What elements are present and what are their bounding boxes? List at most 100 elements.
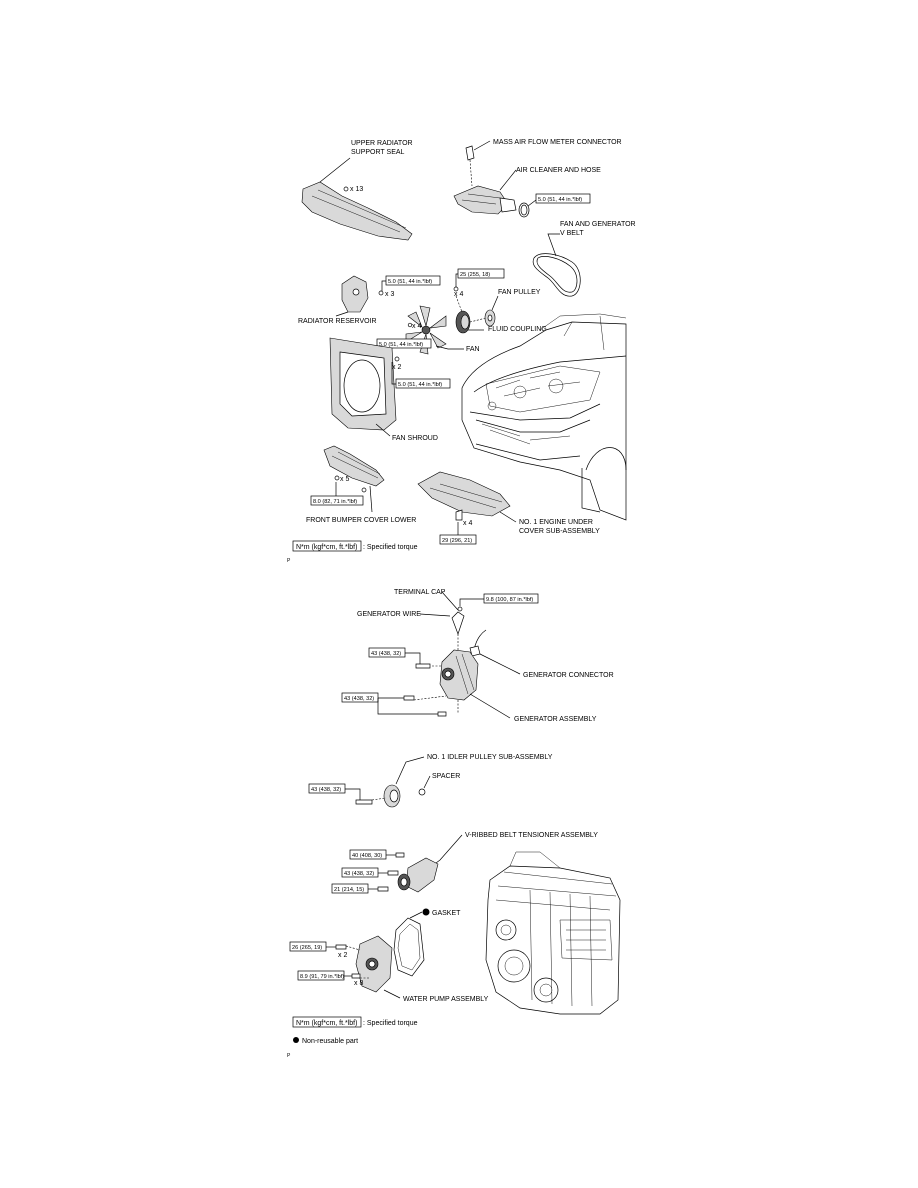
torque-box-air-cleaner <box>535 193 591 204</box>
torque-box-idler <box>308 783 346 794</box>
fan-part <box>405 305 464 355</box>
page-mark-1: P <box>287 558 291 564</box>
no1-idler-pulley-part <box>371 784 401 808</box>
leader-idler-pulley <box>395 756 425 785</box>
leader-tensioner <box>431 834 463 867</box>
label-radiator-reservoir: RADIATOR RESERVOIR <box>298 318 377 325</box>
torque-box-water-pump-2 <box>297 970 345 981</box>
legend-torque-text-1: : Specified torque <box>363 544 418 551</box>
label-fan-shroud: FAN SHROUD <box>392 435 438 442</box>
no1-engine-under-cover-part <box>417 471 517 523</box>
fan-pulley-nut-icon <box>453 286 459 292</box>
label-spacer: SPACER <box>432 773 460 780</box>
torque-fan-pulley: 25 (255, 18) <box>460 272 490 278</box>
fan-pulley-part <box>484 295 499 327</box>
water-pump-bolt-icon-2 <box>351 973 361 979</box>
torque-generator-lower: 43 (438, 32) <box>344 696 374 702</box>
torque-reservoir: 5.0 (51, 44 in.*lbf) <box>388 279 432 285</box>
torque-undercover: 29 (296, 21) <box>442 538 472 544</box>
label-water-pump-assembly: WATER PUMP ASSEMBLY <box>403 996 489 1003</box>
engine-illustration <box>485 851 621 1015</box>
generator-upper-bolt-icon <box>415 663 431 669</box>
page-mark-2: P <box>287 1053 291 1059</box>
label-fan-and-generator-v-belt: FAN AND GENERATOR <box>560 221 636 228</box>
qty-shroud-bolts: x 2 <box>392 364 401 371</box>
torque-water-pump-2: 8.9 (91, 79 in.*lbf) <box>300 974 344 980</box>
torque-tensioner-3: 21 (214, 15) <box>334 887 364 893</box>
torque-box-tensioner-1 <box>349 849 387 860</box>
label-v-ribbed-belt-tensioner: V-RIBBED BELT TENSIONER ASSEMBLY <box>465 832 598 839</box>
gasket-non-reusable-marker <box>422 908 430 916</box>
torque-terminal: 9.8 (100, 87 in.*lbf) <box>486 597 533 603</box>
label-generator-wire: GENERATOR WIRE <box>357 611 421 618</box>
torque-tensioner-2: 43 (438, 32) <box>344 871 374 877</box>
qty-pulley-nuts: x 4 <box>454 291 463 298</box>
v-belt-part <box>532 233 581 297</box>
torque-box-terminal <box>483 593 539 604</box>
leader-reservoir-torque <box>381 280 386 291</box>
air-cleaner-and-hose-part <box>453 169 537 218</box>
torque-box-shroud <box>395 378 451 389</box>
torque-bumper-lower: 8.0 (82, 71 in.*lbf) <box>313 499 357 505</box>
label-terminal-cap: TERMINAL CAP <box>394 589 446 596</box>
qty-water-pump-x8: x 8 <box>354 980 363 987</box>
radiator-reservoir-part <box>335 275 384 317</box>
tensioner-bolt-icon-1 <box>395 852 405 858</box>
leader-gasket <box>409 911 423 919</box>
leader-terminal-cap <box>441 591 459 611</box>
torque-box-generator-upper <box>368 647 406 658</box>
legend-non-reusable: Non-reusable part <box>302 1038 358 1045</box>
tensioner-bolt-icon-3 <box>377 886 389 892</box>
label-upper-radiator-support-seal: UPPER RADIATOR <box>351 140 413 147</box>
spacer-part <box>418 788 426 796</box>
water-pump-assembly-part <box>345 935 401 999</box>
qty-seal-bolts: x 13 <box>350 186 363 193</box>
label-upper-radiator-support-seal-2: SUPPORT SEAL <box>351 149 405 156</box>
qty-reservoir-bolts: x 3 <box>385 291 394 298</box>
torque-box-fan-pulley <box>457 268 505 279</box>
leader-terminal-torque <box>459 598 484 606</box>
front-bumper-cover-lower-part <box>323 445 385 513</box>
label-no1-engine-under-cover-2: COVER SUB-ASSEMBLY <box>519 528 600 535</box>
torque-box-generator-lower <box>341 692 379 703</box>
label-generator-connector: GENERATOR CONNECTOR <box>523 672 614 679</box>
generator-connector-part <box>469 629 521 675</box>
torque-idler: 43 (438, 32) <box>311 787 341 793</box>
generator-lower-bolt-icon-2 <box>437 711 447 717</box>
torque-box-fan <box>376 338 432 349</box>
qty-water-pump-x2: x 2 <box>338 952 347 959</box>
legend-torque-unit-1: N*m (kgf*cm, ft.*lbf) <box>296 544 357 551</box>
non-reusable-marker-icon <box>293 1037 299 1043</box>
fan-shroud-part <box>329 337 397 437</box>
tensioner-bolt-icon-2 <box>387 870 399 876</box>
water-pump-bolt-icon-1 <box>335 944 347 950</box>
qty-bumper-bolts: x 5 <box>340 476 349 483</box>
leader-generator-lower <box>377 697 438 715</box>
leader-generator-wire <box>419 613 451 617</box>
torque-generator-upper: 43 (438, 32) <box>371 651 401 657</box>
label-air-cleaner-and-hose: AIR CLEANER AND HOSE <box>516 167 601 174</box>
legend-torque-box-1 <box>292 540 362 552</box>
leader-generator-upper <box>405 652 421 664</box>
idler-bolt-icon <box>355 799 373 805</box>
torque-tensioner-1: 40 (408, 30) <box>352 853 382 859</box>
label-no1-idler-pulley: NO. 1 IDLER PULLEY SUB-ASSEMBLY <box>427 754 553 761</box>
generator-assembly-part <box>413 634 511 719</box>
leader-idler-torque <box>345 788 361 800</box>
label-generator-assembly: GENERATOR ASSEMBLY <box>514 716 597 723</box>
leader-fan-pulley-torque <box>455 273 458 288</box>
v-ribbed-belt-tensioner-part <box>397 857 439 893</box>
qty-fan-nuts: x 4 <box>412 323 421 330</box>
gasket-part <box>393 917 425 977</box>
torque-air-cleaner: 5.0 (51, 44 in.*lbf) <box>538 197 582 203</box>
label-front-bumper-cover-lower: FRONT BUMPER COVER LOWER <box>306 517 416 524</box>
label-no1-engine-under-cover: NO. 1 ENGINE UNDER <box>519 519 593 526</box>
torque-box-reservoir <box>385 275 441 286</box>
legend-torque-box-2 <box>292 1016 362 1028</box>
torque-box-bumper <box>310 495 364 506</box>
torque-box-tensioner-3 <box>331 883 369 894</box>
shroud-bolt-icon <box>394 356 400 362</box>
label-fan: FAN <box>466 346 480 353</box>
generator-lower-bolt-icon-1 <box>403 695 415 701</box>
